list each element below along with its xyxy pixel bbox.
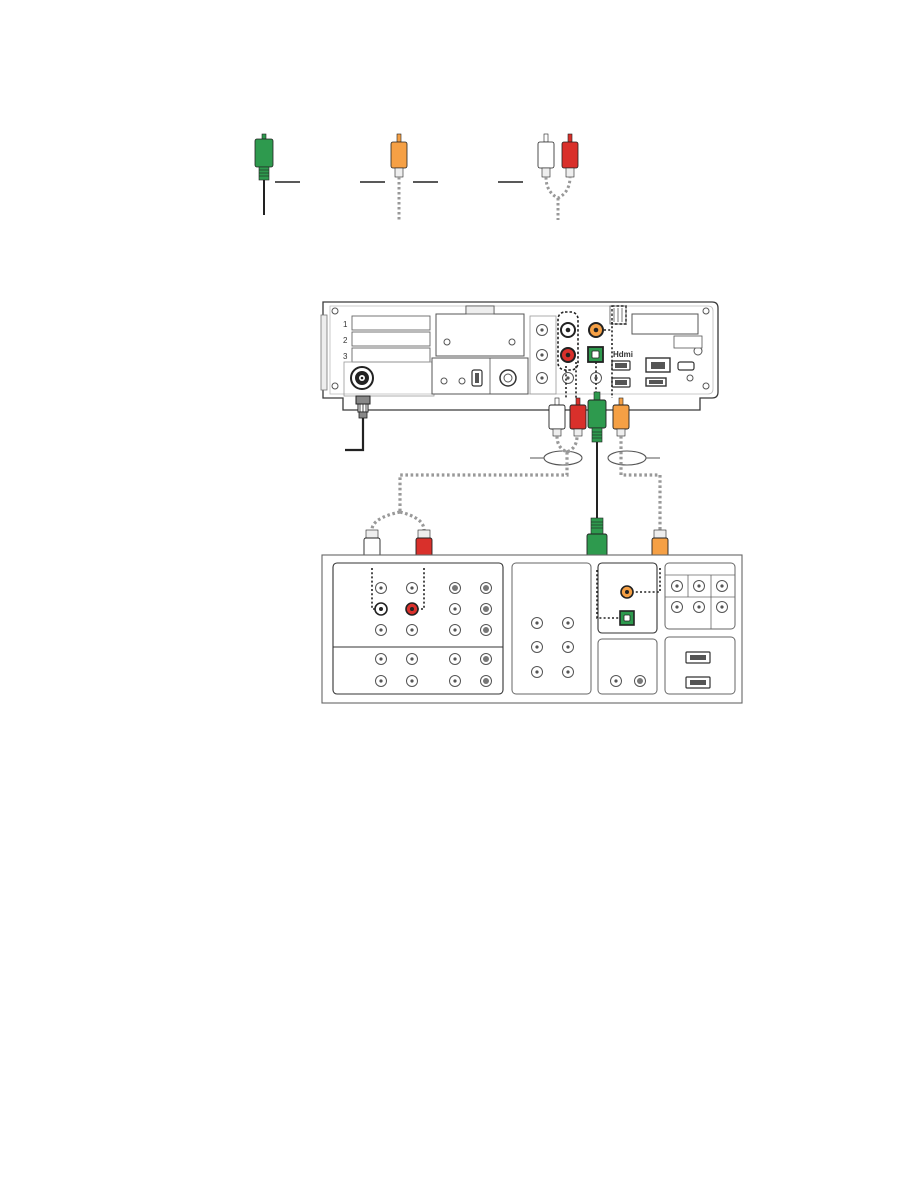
receiver-audio-in-right-jack	[406, 603, 418, 615]
slot-number: 3	[343, 352, 348, 361]
receiver-speaker-terminals	[665, 563, 735, 694]
receiver-audio-in-left-jack	[375, 603, 387, 615]
receiver-audio-inputs	[333, 563, 503, 694]
hdmi-logo: Hdmi	[613, 350, 633, 359]
audio-out-right-jack	[561, 348, 575, 362]
receiver-optical-in-jack	[620, 611, 634, 625]
coax-digital-cable-run	[621, 436, 660, 530]
slot-number: 1	[343, 320, 348, 329]
coax-plug-icon	[391, 134, 407, 220]
analog-audio-cable-run	[372, 436, 577, 530]
expansion-plate	[432, 306, 528, 394]
rf-input-jack	[351, 367, 373, 389]
optical-out-jack	[588, 347, 603, 362]
coax-digital-out-jack	[589, 323, 603, 337]
audio-out-left-jack	[561, 323, 575, 337]
receiver-coax-in-jack	[621, 586, 633, 598]
receiver-video-jacks	[512, 563, 591, 694]
receiver-digital-inputs	[598, 563, 657, 694]
receiver-rear-panel	[322, 555, 742, 703]
legend	[255, 134, 578, 220]
slot-number: 2	[343, 336, 348, 345]
cable-callout	[608, 451, 646, 465]
white-red-rca-plug-icon	[538, 134, 578, 220]
set-top-box-rear-panel: 1 2 3	[321, 302, 718, 410]
optical-plug-icon	[255, 134, 273, 215]
cable-callout	[544, 451, 582, 465]
